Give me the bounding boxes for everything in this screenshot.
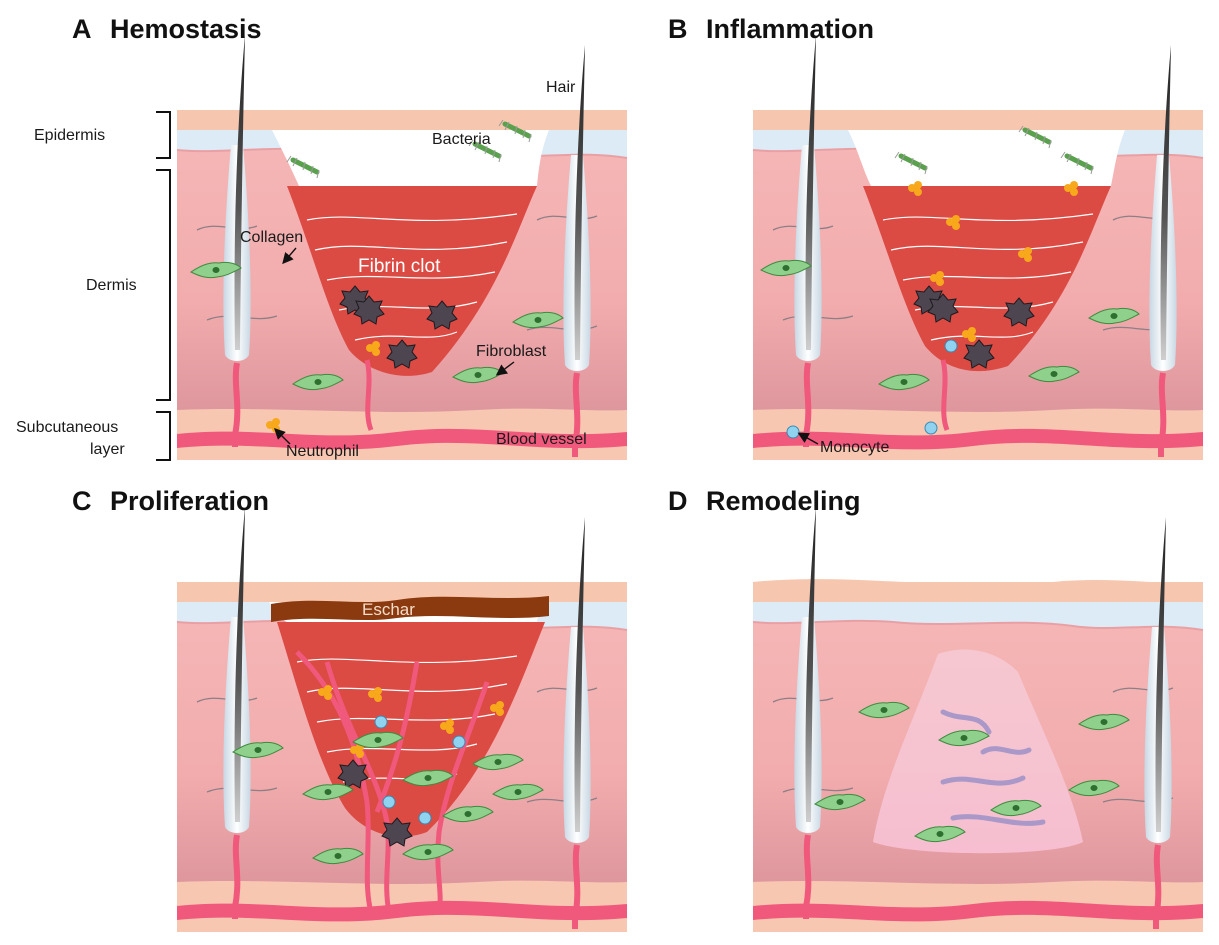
label-collagen: Collagen	[240, 229, 303, 246]
panel-c-title: Proliferation	[110, 486, 269, 516]
epidermis-bracket	[156, 111, 171, 159]
eschar	[271, 596, 549, 622]
panel-b-title: Inflammation	[706, 14, 874, 44]
label-blood-vessel: Blood vessel	[496, 431, 587, 448]
label-bacteria: Bacteria	[432, 131, 491, 148]
neutrophil-arrow	[274, 428, 291, 445]
subcutaneous-bracket	[156, 411, 171, 461]
label-monocyte: Monocyte	[820, 439, 889, 456]
label-subcutaneous-2: layer	[90, 441, 125, 458]
skin-section-c	[176, 507, 628, 933]
skin-section-d	[752, 507, 1204, 933]
panel-c-letter: C	[72, 486, 92, 516]
panel-b: B Inflammation	[668, 14, 1204, 461]
label-eschar: Eschar	[362, 600, 415, 619]
panel-d-title: Remodeling	[706, 486, 861, 516]
panel-d-letter: D	[668, 486, 688, 516]
label-subcutaneous-1: Subcutaneous	[16, 419, 118, 436]
panel-b-letter: B	[668, 14, 688, 44]
label-dermis: Dermis	[86, 277, 137, 294]
panel-a-title: Hemostasis	[110, 14, 262, 44]
panel-d: D Remodeling	[668, 486, 1204, 933]
fibrin-clot-a	[287, 186, 537, 376]
label-epidermis: Epidermis	[34, 127, 105, 144]
label-hair: Hair	[546, 79, 576, 96]
dermis-bracket	[156, 169, 171, 401]
label-neutrophil: Neutrophil	[286, 443, 359, 460]
panel-a: A Hemostasis Epidermis	[16, 14, 628, 461]
label-fibroblast: Fibroblast	[476, 343, 547, 360]
fibroblast-arrow	[495, 361, 515, 376]
monocyte-arrow	[797, 432, 819, 445]
collagen-arrow	[282, 247, 297, 265]
fibrin-clot-b	[863, 186, 1111, 372]
fibrin-clot-c	[277, 622, 545, 837]
skin-section-a	[176, 35, 628, 461]
skin-section-b	[752, 35, 1204, 461]
panel-a-letter: A	[72, 14, 92, 44]
panel-c: C Proliferation	[72, 486, 628, 933]
label-fibrin-clot: Fibrin clot	[358, 256, 441, 277]
